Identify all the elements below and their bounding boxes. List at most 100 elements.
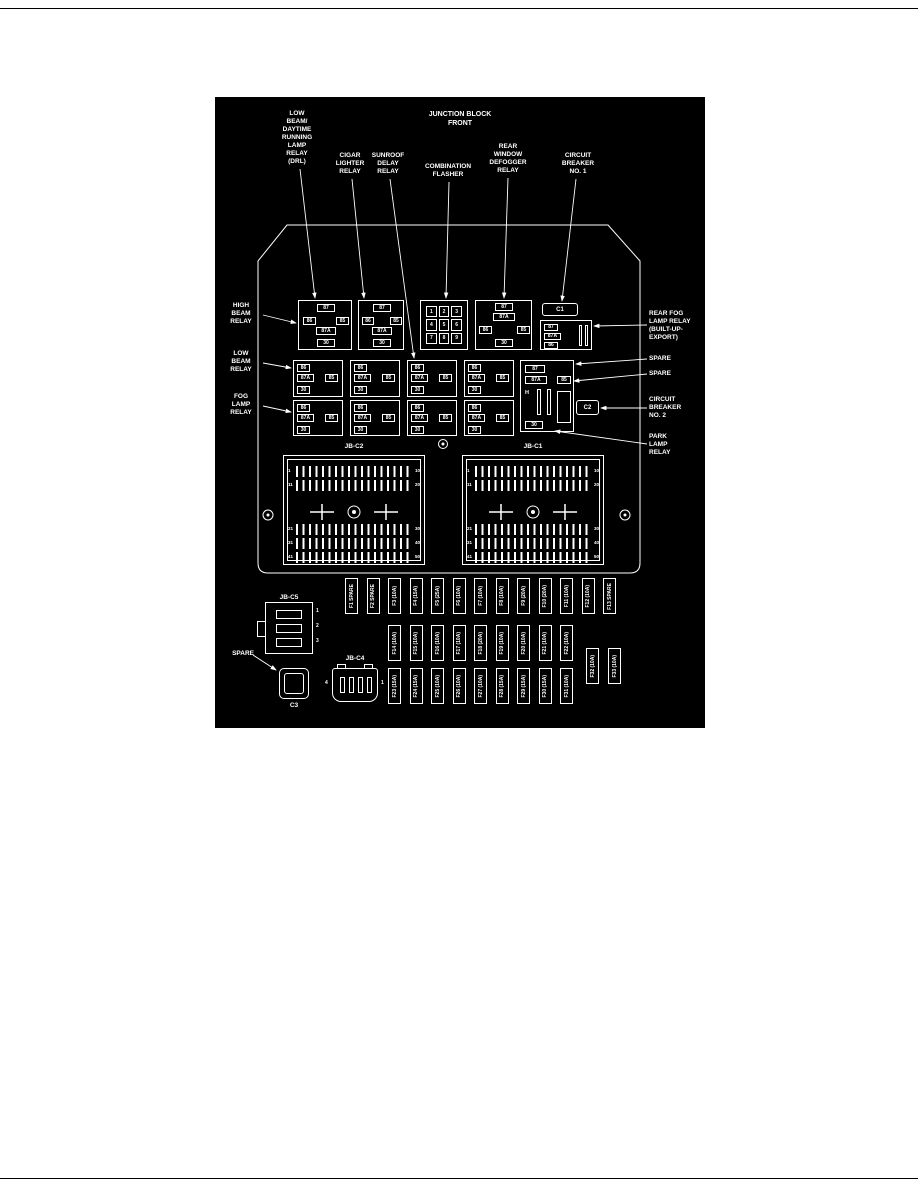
slot-row (475, 538, 591, 549)
pin-number: 20 (415, 482, 421, 487)
fuse-row-extra: F32 (10A)F33 (10A) (586, 648, 621, 684)
pin-86: 86 (354, 404, 367, 412)
fuse-row-3: F23 (15A)F24 (15A)F25 (10A)F26 (10A)F27 … (388, 668, 573, 704)
pin-86: 86 (468, 404, 481, 412)
slot-row (296, 538, 412, 549)
jb-c4-label: JB-C4 (345, 655, 365, 662)
fuse: F25 (10A) (431, 668, 444, 704)
fuse-label: F5 (25A) (434, 586, 441, 606)
breaker-bar (579, 325, 582, 346)
relay-bar (547, 389, 551, 415)
fuse-label: F15 (10A) (413, 631, 419, 655)
pin-87a: 87A (316, 327, 336, 335)
relay-box: 86 87A 85 30 (350, 400, 400, 436)
pin-number: 3 (316, 638, 319, 644)
fuse: F19 (10A) (495, 625, 509, 661)
slot-row (475, 524, 591, 535)
pin-87a: 87A (544, 333, 561, 340)
fuse: F8 (10A) (495, 578, 509, 614)
callout-spare-bottom: SPARE (232, 650, 254, 657)
fuse-label: F10 (20A) (542, 584, 548, 608)
jb-c1-label: JB-C1 (523, 443, 543, 450)
fuse: F16 (10A) (431, 625, 444, 661)
callout-rear-fog-lamp-relay: REAR FOG LAMP RELAY (BUILT-UP- EXPORT) (649, 310, 691, 341)
diagram-title: JUNCTION BLOCK FRONT (428, 111, 492, 127)
pin-86: 86 (544, 342, 558, 349)
pin-30: 30 (468, 386, 481, 394)
pin-30: 30 (495, 339, 513, 347)
fuse-label: F6 (10A) (456, 586, 462, 606)
fuse-label: F25 (10A) (434, 674, 441, 698)
fuse: F14 (10A) (388, 625, 401, 661)
pin-number: 21 (467, 526, 473, 531)
pin-87: 87 (317, 304, 335, 312)
relay-grid: 86 87A 85 30 86 87A 85 30 86 87A 85 30 8… (293, 360, 514, 436)
fuse-label: F4 (15A) (413, 586, 419, 606)
pin-h: H (525, 390, 529, 396)
c3-inner-frame (284, 673, 304, 694)
fuse: F5 (25A) (431, 578, 444, 614)
jb-c4-slot (367, 677, 372, 693)
fuse-label: F31 (10A) (563, 674, 570, 698)
flasher-pin: 7 (426, 332, 437, 344)
pin-30: 30 (373, 339, 391, 347)
pin-30: 30 (525, 421, 543, 429)
pin-86: 86 (479, 326, 492, 334)
pin-number: 50 (415, 554, 421, 559)
fuse-label: F19 (10A) (499, 631, 505, 655)
fuse: F3 (10A) (388, 578, 401, 614)
fuse-label: F12 (10A) (585, 584, 591, 608)
jb-c4-pin-4: 4 (325, 680, 328, 686)
pin-30: 30 (297, 426, 310, 434)
fuse-label: F13 SPARE (606, 582, 613, 610)
pin-87a: 87A (411, 414, 428, 422)
pin-86: 86 (411, 364, 424, 372)
pin-87a: 87A (354, 374, 371, 382)
pin-number: 30 (594, 526, 600, 531)
fuse-label: F17 (10A) (456, 631, 462, 655)
jb-c4-slot (349, 677, 354, 693)
fuse: F4 (15A) (409, 578, 423, 614)
fuse: F27 (10A) (474, 668, 487, 704)
pin-87a: 87A (468, 414, 485, 422)
fuse: F28 (15A) (495, 668, 509, 704)
pin-87: 87 (495, 303, 513, 311)
leader-lines-svg (252, 168, 648, 671)
slot-row (475, 552, 591, 563)
fuse-label: F27 (10A) (477, 674, 484, 698)
pin-30: 30 (354, 426, 367, 434)
jb-c2-label: JB-C2 (344, 443, 364, 450)
fuse: F29 (15A) (517, 668, 530, 704)
flasher-pin: 9 (451, 332, 462, 344)
fuse-label: F30 (15A) (542, 674, 548, 698)
relay-box: 86 87A 85 30 (464, 360, 514, 397)
pin-number: 11 (467, 482, 472, 487)
junction-block-diagram: JUNCTION BLOCK FRONT LOW BEAM/ DAYTIME R… (215, 97, 705, 728)
jb-c2-screw (347, 505, 361, 519)
jb-c5-tab (257, 621, 266, 637)
relay-sub-box (557, 391, 571, 423)
fuse: F17 (10A) (452, 625, 466, 661)
fuse-label: F23 (15A) (391, 674, 398, 698)
fuse-label: F8 (10A) (499, 586, 505, 606)
pin-number: 30 (415, 526, 421, 531)
breaker-bar (585, 325, 588, 346)
jb-c5-slot (276, 610, 302, 619)
pin-30: 30 (411, 386, 424, 394)
callout-combination-flasher: COMBINATION FLASHER (424, 163, 472, 178)
pin-87a: 87A (372, 327, 392, 335)
fuse-label: F11 (10A) (563, 584, 570, 608)
callout-cigar-lighter-relay: CIGAR LIGHTER RELAY (335, 152, 365, 175)
relay-bar (537, 389, 541, 415)
fuse-label: F1 SPARE (348, 583, 355, 609)
jb-c4-tab (337, 664, 346, 669)
callout-drl: LOW BEAM/ DAYTIME RUNNING LAMP RELAY (DR… (281, 110, 313, 165)
pin-87a: 87A (525, 376, 547, 384)
pin-87: 87 (373, 304, 391, 312)
